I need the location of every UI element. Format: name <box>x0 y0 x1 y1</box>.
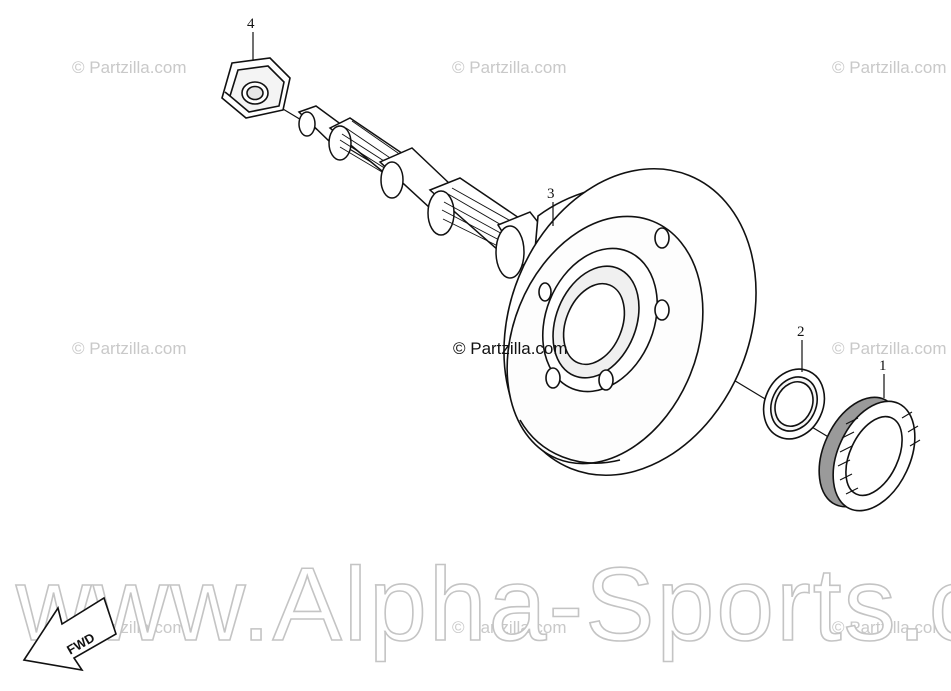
part-1-bearing <box>818 396 921 512</box>
watermark-text: © Partzilla.com <box>832 58 947 77</box>
watermark-grid: © Partzilla.com © Partzilla.com © Partzi… <box>72 58 947 637</box>
callout-1-label: 1 <box>879 358 887 374</box>
callout-leaders <box>252 32 885 398</box>
site-watermark: www.Alpha-Sports.com <box>15 547 951 663</box>
part-3-drum <box>503 167 757 477</box>
callout-3-label: 3 <box>547 186 555 202</box>
part-2-washer <box>762 368 826 440</box>
watermark-text: © Partzilla.com <box>72 339 187 358</box>
watermark-text: © Partzilla.com <box>832 618 947 637</box>
callout-4-label: 4 <box>247 16 255 32</box>
center-watermark-text: © Partzilla.com <box>453 339 568 358</box>
watermark-text: © Partzilla.com <box>72 58 187 77</box>
watermark-text: © Partzilla.com <box>832 339 947 358</box>
watermark-text: © Partzilla.com <box>452 58 567 77</box>
part-3-shaft <box>297 105 562 279</box>
watermark-text: © Partzilla.com <box>452 618 567 637</box>
callout-2-label: 2 <box>797 324 805 340</box>
part-4-nut <box>221 57 291 119</box>
